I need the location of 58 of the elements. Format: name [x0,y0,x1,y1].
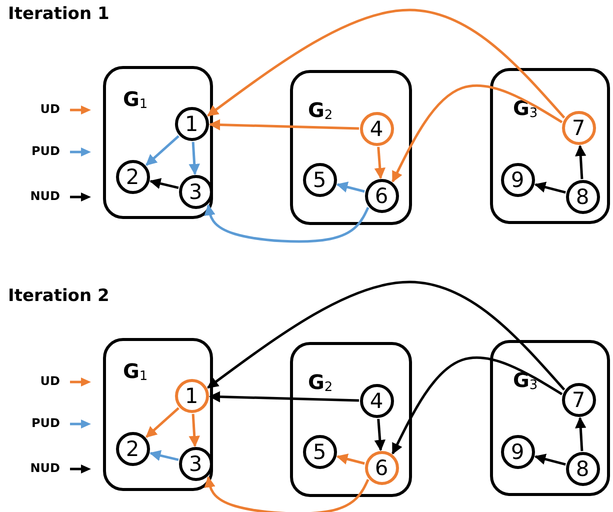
group-label: G$_{2}$ [308,370,333,395]
node-circle: 7 [562,382,596,416]
arrow [146,407,180,438]
node-circle: 9 [500,434,534,468]
node-circle: 5 [302,434,336,468]
node-circle: 9 [500,162,534,196]
node-circle: 8 [566,452,600,486]
legend-label: NUD [30,461,60,475]
node-circle: 2 [116,432,150,466]
legend-label: PUD [32,416,60,430]
arrow [575,144,586,180]
arrow [146,135,180,166]
arrow [336,182,365,193]
arrow [188,414,200,448]
arrow [534,454,566,466]
group-box [490,340,610,496]
arrow [534,182,566,194]
group-box [290,70,412,225]
node-circle: 3 [178,446,212,480]
arrow [374,418,386,452]
node-circle: 1 [174,106,208,140]
arrow [208,119,360,130]
arrow [336,454,365,465]
group-box [103,338,213,491]
arrow [149,178,179,190]
node-circle: 6 [364,450,398,484]
legend-label: NUD [30,189,60,203]
arrow [374,146,386,180]
node-circle: 1 [174,378,208,412]
legend-label: UD [40,102,60,116]
node-circle: 8 [566,180,600,214]
arrow [575,416,586,452]
legend-label: PUD [32,144,60,158]
legend-label: UD [40,374,60,388]
arrow [392,356,563,455]
arrow [149,450,179,462]
group-label: G$_{1}$ [123,359,148,384]
arrow [204,476,370,512]
arrow [208,391,360,402]
group-box [490,68,610,224]
node-circle: 5 [302,162,336,196]
group-box [290,342,412,497]
panel-title: Iteration 2 [8,286,110,306]
arrow [207,8,566,119]
node-circle: 2 [116,160,150,194]
arrow [188,142,200,176]
node-circle: 3 [178,174,212,208]
group-label: G$_{1}$ [123,87,148,112]
node-circle: 4 [360,112,394,146]
group-box [103,66,213,219]
node-circle: 6 [364,178,398,212]
arrow [207,280,566,391]
group-label: G$_{2}$ [308,98,333,123]
arrow [204,204,370,243]
node-circle: 7 [562,110,596,144]
node-circle: 4 [360,384,394,418]
arrow [392,84,563,183]
panel-title: Iteration 1 [8,4,110,24]
